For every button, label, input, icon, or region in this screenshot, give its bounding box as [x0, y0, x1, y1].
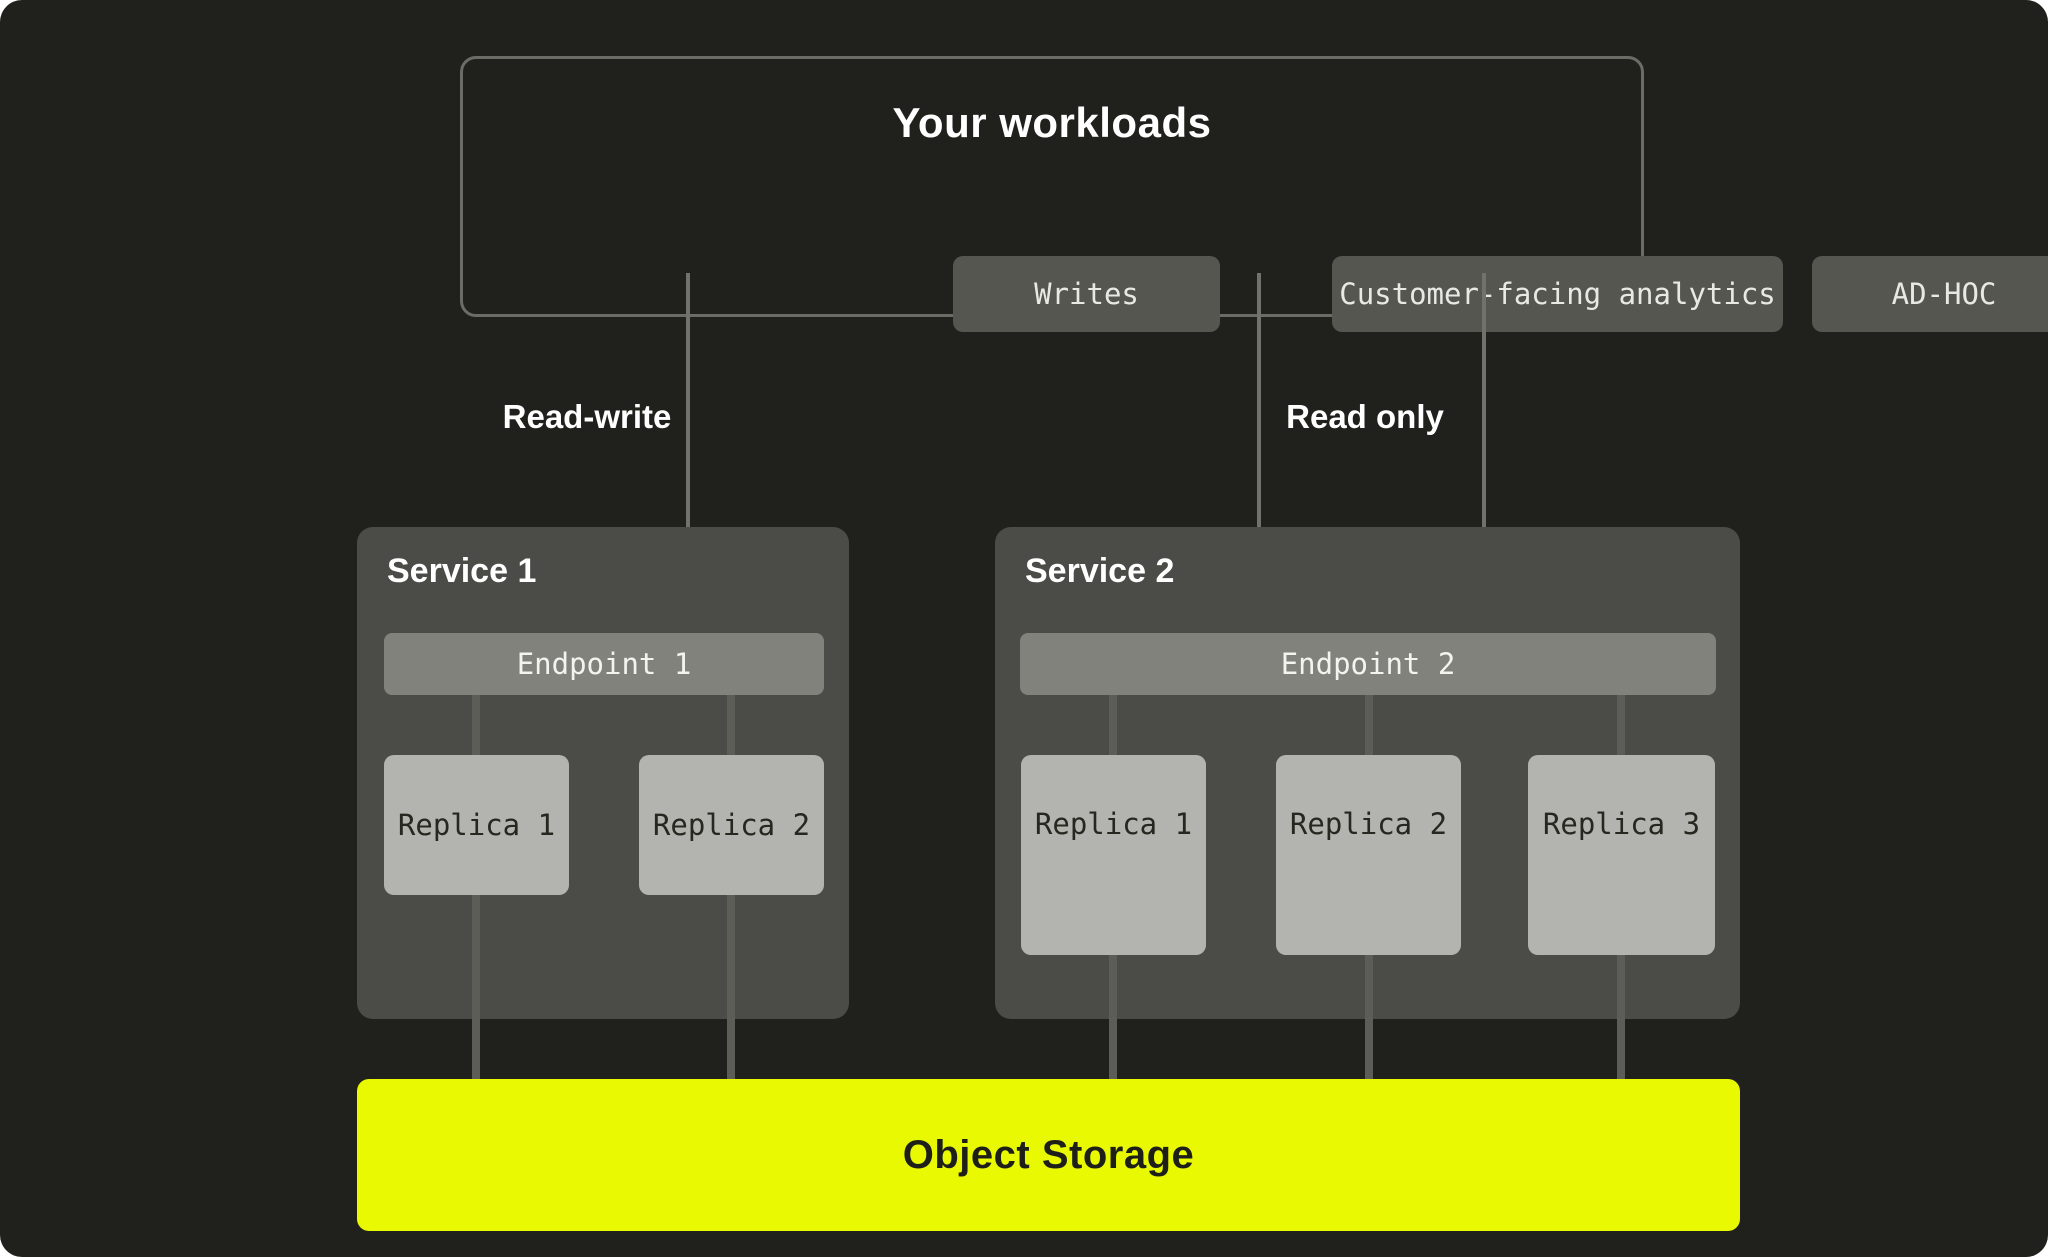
service-1-replica-1: Replica 1 [384, 755, 569, 895]
service-2-replica-2: Replica 2 [1276, 755, 1461, 955]
service-2-endpoint: Endpoint 2 [1020, 633, 1716, 695]
connector-s2-replica2-storage [1365, 955, 1373, 1079]
workload-chip-customer-facing-analytics: Customer-facing analytics [1332, 256, 1783, 332]
arrow-analytics-to-endpoint2 [1257, 273, 1261, 603]
workloads-group-box: Your workloads Writes Customer-facing an… [460, 56, 2048, 332]
service-2-replica-3: Replica 3 [1528, 755, 1715, 955]
service-2-title: Service 2 [1025, 552, 1175, 590]
arrow-writes-to-endpoint1 [686, 273, 690, 603]
service-2-replica-1: Replica 1 [1021, 755, 1206, 955]
arrow-adhoc-to-endpoint2 [1482, 273, 1486, 603]
connector-endpoint1-replica1 [472, 695, 480, 755]
edge-label-read-only: Read only [1286, 398, 1444, 435]
connector-endpoint2-replica3 [1617, 695, 1625, 755]
edge-label-read-write: Read-write [502, 398, 672, 435]
workload-chip-ad-hoc: AD-HOC [1812, 256, 2048, 332]
object-storage-bar: Object Storage [357, 1079, 1740, 1231]
connector-s2-replica3-storage [1617, 955, 1625, 1079]
connector-s1-replica2-storage [727, 895, 735, 1079]
connector-endpoint2-replica1 [1109, 695, 1117, 755]
workloads-title: Your workloads [892, 99, 1212, 146]
service-1-endpoint: Endpoint 1 [384, 633, 824, 695]
connector-endpoint1-replica2 [727, 695, 735, 755]
connector-s1-replica1-storage [472, 895, 480, 1079]
connector-endpoint2-replica2 [1365, 695, 1373, 755]
connector-s2-replica1-storage [1109, 955, 1117, 1079]
service-1-replica-2: Replica 2 [639, 755, 824, 895]
service-1-title: Service 1 [387, 552, 537, 590]
workload-chip-writes: Writes [953, 256, 1220, 332]
